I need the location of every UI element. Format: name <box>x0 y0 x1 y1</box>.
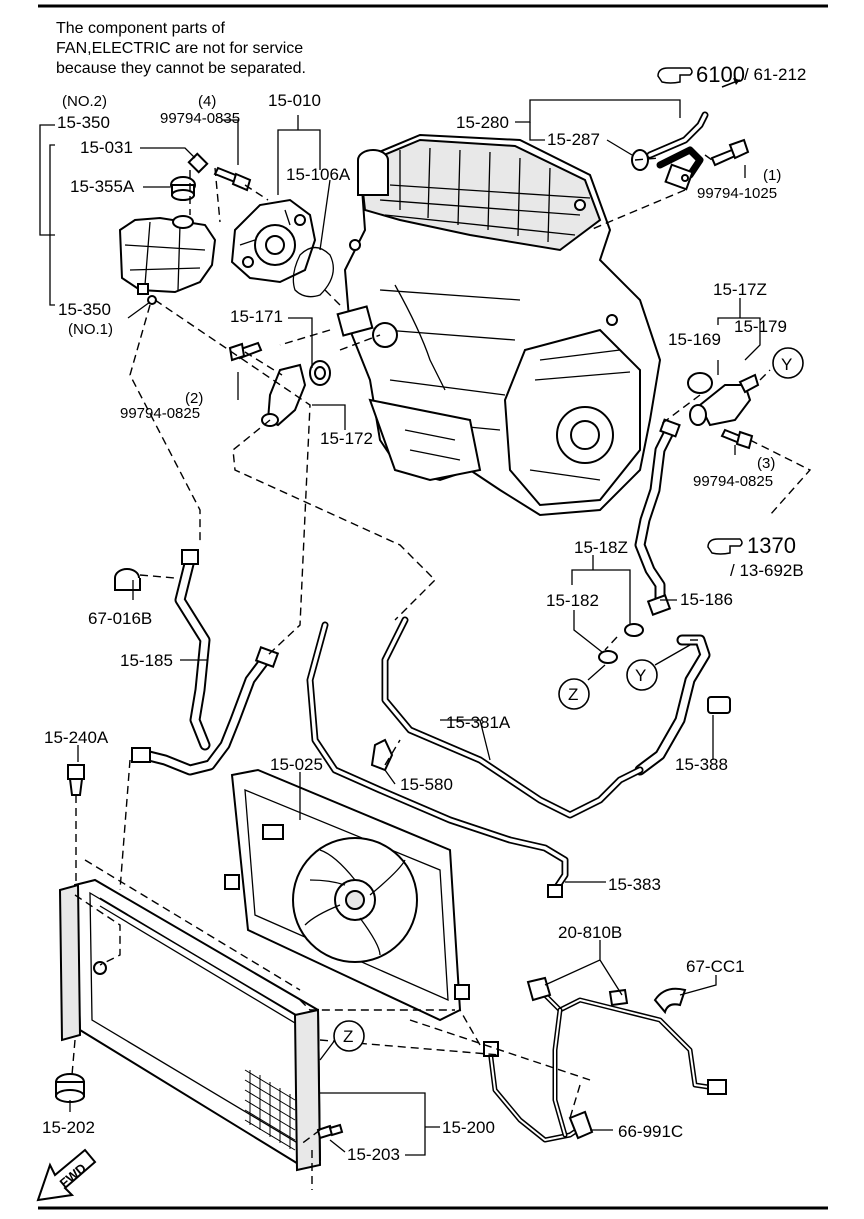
ref-6100-main: 6100 <box>696 62 745 87</box>
expansion-tank[interactable] <box>118 216 217 305</box>
svg-text:Y: Y <box>635 666 646 685</box>
label-15-025: 15-025 <box>270 755 323 774</box>
label-15-280: 15-280 <box>456 113 509 132</box>
label-15-203: 15-203 <box>347 1145 400 1164</box>
radiator-core-grid <box>244 1069 296 1151</box>
label-15-18Z: 15-18Z <box>574 538 628 557</box>
pipe-15-383[interactable] <box>306 621 569 898</box>
label-no2: (NO.2) <box>62 93 107 110</box>
label-15-182: 15-182 <box>546 591 599 610</box>
circle-z-mid: Z <box>558 678 590 710</box>
part-labels: (NO.2) 15-350 (4) 99794-0835 15-010 15-0… <box>42 91 787 1164</box>
label-no1: (NO.1) <box>68 321 113 338</box>
note-line-1: The component parts of <box>56 20 226 37</box>
outlet-15-179[interactable] <box>689 373 760 427</box>
label-99794-0825-b-qty: (3) <box>757 455 775 472</box>
hose-15-185[interactable] <box>131 549 280 776</box>
clip-67-016B[interactable] <box>114 568 141 591</box>
leader-lines <box>39 99 761 1156</box>
bolt-99794-0825-a[interactable] <box>228 341 263 362</box>
clamp-15-182[interactable] <box>598 623 644 664</box>
label-15-381A: 15-381A <box>446 713 511 732</box>
label-15-031: 15-031 <box>80 138 133 157</box>
svg-text:Z: Z <box>568 685 578 704</box>
svg-text:Y: Y <box>781 355 792 374</box>
bolt-99794-0825-b[interactable] <box>720 428 754 450</box>
label-15-171: 15-171 <box>230 307 283 326</box>
ref-1370[interactable]: 1370 / 13-692B <box>707 533 804 580</box>
label-67-016B: 67-016B <box>88 609 152 628</box>
hose-15-186[interactable] <box>634 418 681 616</box>
ref-6100-sub: / 61-212 <box>744 65 806 84</box>
fwd-arrow-icon: FWD <box>36 1148 97 1202</box>
label-15-17Z: 15-17Z <box>713 280 767 299</box>
label-15-031 <box>187 152 209 174</box>
label-15-350-bot: 15-350 <box>58 300 111 319</box>
label-15-350-top: 15-350 <box>57 113 110 132</box>
label-67-CC1: 67-CC1 <box>686 957 745 976</box>
fan-shroud-15-025[interactable] <box>224 768 470 1022</box>
label-99794-0825-a-qty: (2) <box>185 390 203 407</box>
label-15-179: 15-179 <box>734 317 787 336</box>
hose-15-388[interactable] <box>634 634 731 776</box>
ref-6100[interactable]: 6100 / 61-212 <box>657 62 806 87</box>
label-99794-0825-a: 99794-0825 <box>120 405 200 422</box>
label-99794-0825-b: 99794-0825 <box>693 473 773 490</box>
label-15-172: 15-172 <box>320 429 373 448</box>
label-99794-1025: 99794-1025 <box>697 185 777 202</box>
note-line-3: because they cannot be separated. <box>56 60 306 77</box>
label-99794-0835: 99794-0835 <box>160 110 240 127</box>
connector-20-810B[interactable] <box>526 976 629 1007</box>
label-99794-0835-qty: (4) <box>198 93 216 110</box>
label-20-810B: 20-810B <box>558 923 622 942</box>
note-line-2: FAN,ELECTRIC are not for service <box>56 40 303 57</box>
pointing-hand-icon <box>657 67 693 84</box>
label-15-010: 15-010 <box>268 91 321 110</box>
label-15-240A: 15-240A <box>44 728 109 747</box>
label-15-287: 15-287 <box>547 130 600 149</box>
gasket-15-106A[interactable] <box>292 246 334 298</box>
circle-z-bot: Z <box>333 1020 365 1052</box>
drain-plug-15-240A[interactable] <box>67 764 85 796</box>
pointing-hand-icon <box>707 538 743 555</box>
radiator-15-200[interactable] <box>58 878 322 1172</box>
cap-15-355A[interactable] <box>170 176 196 201</box>
label-15-106A: 15-106A <box>286 165 351 184</box>
svg-text:Z: Z <box>343 1027 353 1046</box>
label-15-355A: 15-355A <box>70 177 135 196</box>
harness-66-991C[interactable] <box>483 987 727 1143</box>
ref-1370-main: 1370 <box>747 533 796 558</box>
clip-67-CC1[interactable] <box>653 987 687 1015</box>
label-15-580: 15-580 <box>400 775 453 794</box>
bolt-99794-0835[interactable] <box>213 166 252 192</box>
label-15-185: 15-185 <box>120 651 173 670</box>
label-15-202: 15-202 <box>42 1118 95 1137</box>
pipe-15-381A[interactable] <box>381 616 644 819</box>
clip-15-580[interactable] <box>370 738 394 772</box>
label-66-991C: 66-991C <box>618 1122 683 1141</box>
label-15-186: 15-186 <box>680 590 733 609</box>
bolt-15-203[interactable] <box>316 1123 344 1140</box>
label-15-200: 15-200 <box>442 1118 495 1137</box>
label-99794-1025-qty: (1) <box>763 167 781 184</box>
circle-y-mid: Y <box>626 659 658 691</box>
service-note: The component parts of FAN,ELECTRIC are … <box>56 20 306 77</box>
bolt-99794-1025[interactable] <box>710 138 750 167</box>
assembly-dashed-lines <box>71 154 812 1190</box>
tank-cap-seat <box>172 215 194 229</box>
engine-block <box>336 133 662 517</box>
thermostat-15-171[interactable] <box>309 360 331 386</box>
water-pump-15-010[interactable] <box>230 198 317 284</box>
thermostat-housing-15-172[interactable] <box>261 363 307 427</box>
water-pipe-15-280[interactable] <box>646 111 709 191</box>
gasket-15-169[interactable] <box>687 372 713 394</box>
label-15-388: 15-388 <box>675 755 728 774</box>
ref-1370-sub: / 13-692B <box>730 561 804 580</box>
label-15-169: 15-169 <box>668 330 721 349</box>
label-15-383: 15-383 <box>608 875 661 894</box>
mount-15-202[interactable] <box>55 1073 85 1103</box>
circle-y-top: Y <box>772 347 804 379</box>
